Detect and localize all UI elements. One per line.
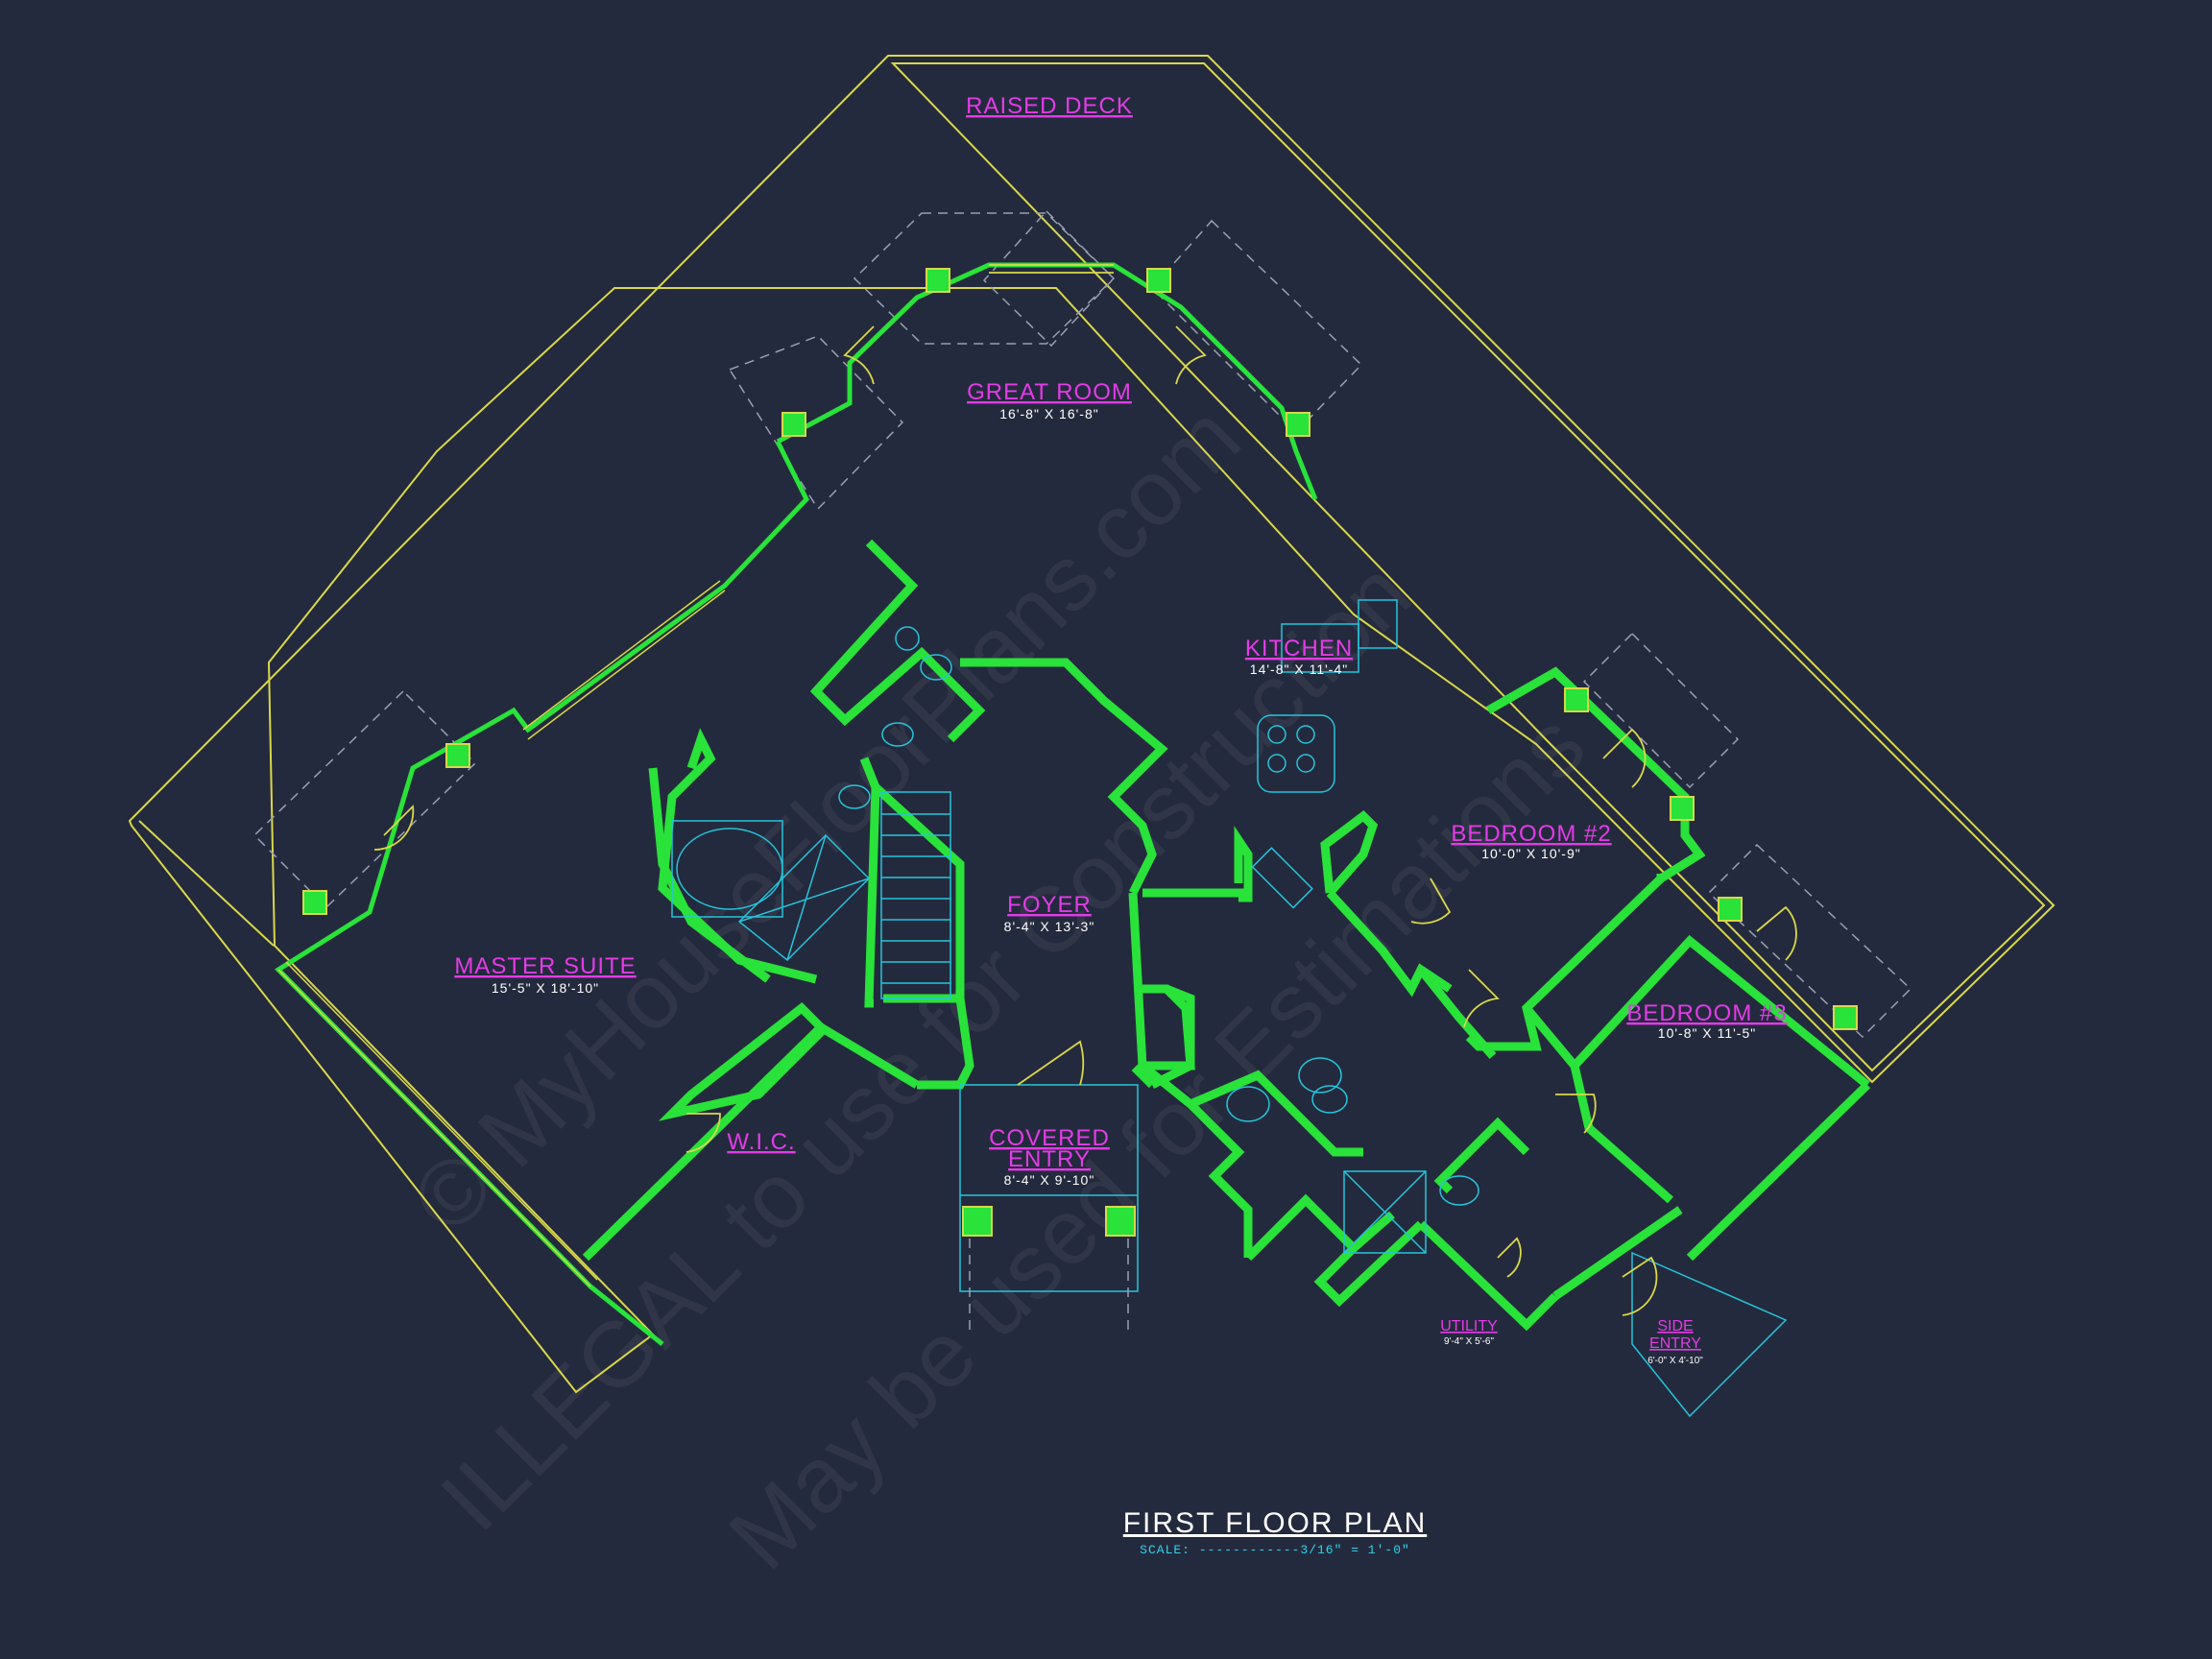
bedroom-3-dims: 10'-8" X 11'-5" xyxy=(1658,1025,1756,1041)
wic-label: W.I.C. xyxy=(727,1129,795,1155)
covered-entry-dims: 8'-4" X 9'-10" xyxy=(1004,1172,1095,1188)
covered-entry-porch xyxy=(959,1040,1139,1334)
side-entry-label-1: SIDE xyxy=(1657,1318,1693,1334)
master-suite-label: MASTER SUITE xyxy=(454,953,636,979)
raised-deck-label: RAISED DECK xyxy=(966,93,1133,119)
stair xyxy=(880,791,951,999)
covered-entry-label-2: ENTRY xyxy=(1008,1146,1091,1172)
side-entry-dims: 6'-0" X 4'-10" xyxy=(1647,1356,1703,1366)
utility-dims: 9'-4" X 5'-6" xyxy=(1444,1336,1495,1347)
kitchen-label: KITCHEN xyxy=(1245,636,1353,661)
plan-title: FIRST FLOOR PLAN xyxy=(1123,1507,1428,1539)
covered-entry-label-1: COVERED xyxy=(989,1125,1110,1151)
title-block: FIRST FLOOR PLAN SCALE: ------------3/16… xyxy=(1123,1507,1428,1557)
foyer-label: FOYER xyxy=(1007,892,1092,918)
raised-deck-outline xyxy=(128,55,2056,1394)
kitchen-dims: 14'-8" X 11'-4" xyxy=(1250,661,1348,677)
stair-treads xyxy=(881,813,950,984)
plan-scale: SCALE: ------------3/16" = 1'-0" xyxy=(1140,1543,1410,1557)
bedroom-2-label: BEDROOM #2 xyxy=(1451,821,1611,847)
bedroom-2-dims: 10'-0" X 10'-9" xyxy=(1481,846,1580,861)
foyer-dims: 8'-4" X 13'-3" xyxy=(1004,919,1095,934)
master-suite-dims: 15'-5" X 18'-10" xyxy=(492,980,599,996)
utility-label: UTILITY xyxy=(1440,1318,1498,1334)
great-room-label: GREAT ROOM xyxy=(967,379,1132,405)
great-room-dims: 16'-8" X 16'-8" xyxy=(999,406,1098,421)
bedroom-3-label: BEDROOM #3 xyxy=(1626,1000,1787,1026)
door-swings xyxy=(373,325,1797,1316)
side-entry-label-2: ENTRY xyxy=(1649,1335,1701,1352)
master-suite-walls xyxy=(275,440,810,1346)
columns xyxy=(302,268,1858,1030)
room-labels: RAISED DECK GREAT ROOM 16'-8" X 16'-8" K… xyxy=(454,93,1787,1366)
